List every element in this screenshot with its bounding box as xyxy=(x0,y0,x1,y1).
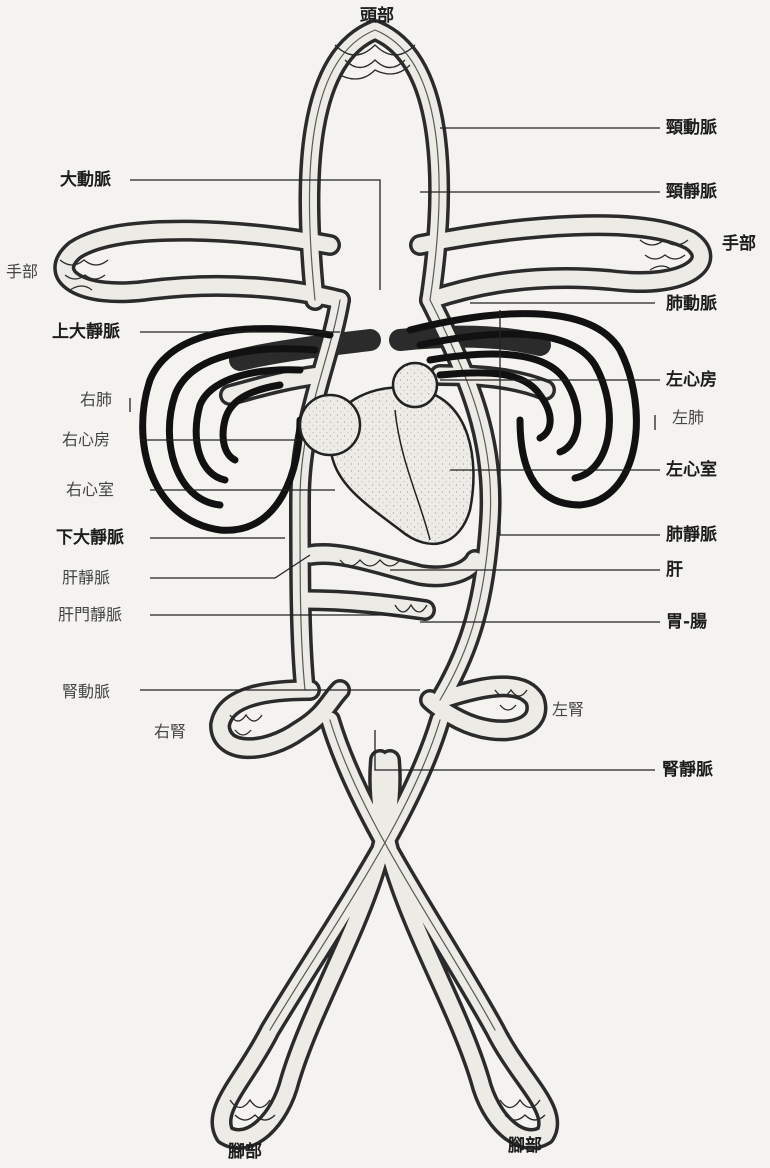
label-superior-vena-cava: 上大靜脈 xyxy=(52,322,120,342)
label-hepatic-vein: 肝靜脈 xyxy=(62,568,110,588)
label-left-atrium: 左心房 xyxy=(666,370,717,390)
label-left-kidney: 左腎 xyxy=(552,700,584,720)
label-left-lung: 左肺 xyxy=(672,408,704,428)
label-renal-artery: 腎動脈 xyxy=(62,682,110,702)
label-foot-right: 腳部 xyxy=(508,1136,542,1156)
label-renal-vein: 腎靜脈 xyxy=(662,760,713,780)
label-jugular-vein: 頸靜脈 xyxy=(666,182,717,202)
label-hand-right-side: 手部 xyxy=(722,234,756,254)
label-right-kidney: 右腎 xyxy=(154,722,186,742)
capillary-beds xyxy=(60,45,688,1120)
label-foot-left: 腳部 xyxy=(228,1142,262,1162)
label-right-ventricle: 右心室 xyxy=(66,480,114,500)
label-aorta: 大動脈 xyxy=(60,170,111,190)
label-head: 頭部 xyxy=(360,6,394,26)
label-liver: 肝 xyxy=(666,560,683,580)
label-pulmonary-vein: 肺靜脈 xyxy=(666,525,717,545)
label-right-lung: 右肺 xyxy=(80,390,112,410)
label-left-ventricle: 左心室 xyxy=(666,460,717,480)
label-inferior-vena-cava: 下大靜脈 xyxy=(56,528,124,548)
label-carotid-artery: 頸動脈 xyxy=(666,118,717,138)
vessel-network xyxy=(64,30,701,1139)
label-stomach-intestine: 胃-腸 xyxy=(666,612,707,632)
label-portal-vein: 肝門靜脈 xyxy=(58,605,122,625)
label-hand-left-side: 手部 xyxy=(6,262,38,282)
label-pulmonary-artery: 肺動脈 xyxy=(666,294,717,314)
label-right-atrium: 右心房 xyxy=(62,430,110,450)
